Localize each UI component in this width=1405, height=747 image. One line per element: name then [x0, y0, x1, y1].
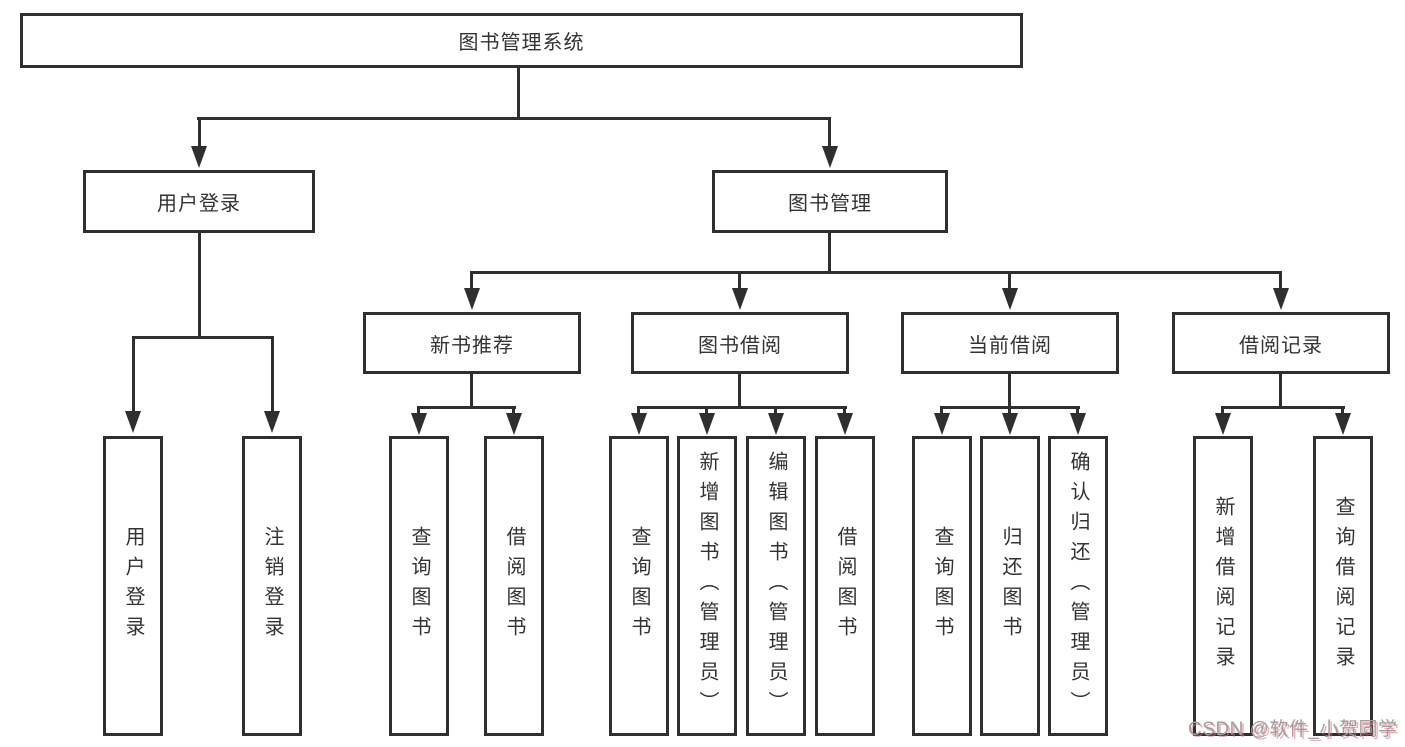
leaf-query-borrow-record: 查询借阅记录 — [1313, 436, 1373, 736]
connector-root-stem — [517, 68, 520, 117]
connector-drop-new-book — [470, 271, 473, 290]
connector-book-mgmt-split — [470, 271, 1282, 274]
leaf-borrow-books-recommend: 借阅图书 — [484, 436, 544, 736]
leaf-borrow-books: 借阅图书 — [815, 436, 875, 736]
connector-borrowing-stem — [738, 373, 741, 406]
arrow-records — [1273, 288, 1289, 310]
arrow-leaf — [631, 413, 647, 435]
arrow-leaf-logout — [264, 411, 280, 433]
connector-current-stem — [1008, 373, 1011, 406]
arrow-leaf — [1002, 413, 1018, 435]
arrow-leaf — [1335, 413, 1351, 435]
arrow-leaf — [768, 413, 784, 435]
leaf-logout: 注销登录 — [242, 436, 302, 736]
connector-drop-current — [1008, 271, 1011, 290]
leaf-edit-book-admin: 编辑图书（管理员） — [746, 436, 806, 736]
connector-newbook-stem — [470, 373, 473, 406]
connector-user-login-stem — [198, 232, 201, 336]
connector-drop — [705, 406, 708, 415]
connector-drop — [417, 406, 420, 415]
connector-user-login-split — [132, 336, 273, 339]
node-current-borrowing: 当前借阅 — [901, 312, 1119, 374]
arrow-leaf-login — [125, 411, 141, 433]
connector-drop — [1341, 406, 1344, 415]
arrow-leaf — [506, 413, 522, 435]
arrow-new-book — [464, 288, 480, 310]
connector-drop-user-login — [198, 117, 201, 148]
arrow-leaf — [837, 413, 853, 435]
connector-drop-leaf-logout — [271, 336, 274, 413]
arrow-user-login — [191, 146, 207, 168]
connector-drop — [637, 406, 640, 415]
connector-root-split — [197, 117, 831, 120]
connector-drop — [1076, 406, 1079, 415]
connector-drop-leaf-login — [132, 336, 135, 413]
leaf-add-borrow-record: 新增借阅记录 — [1193, 436, 1253, 736]
arrow-current — [1002, 288, 1018, 310]
arrow-leaf — [1070, 413, 1086, 435]
connector-drop — [1221, 406, 1224, 415]
node-book-management: 图书管理 — [712, 170, 948, 233]
arrow-leaf — [934, 413, 950, 435]
leaf-query-books-current: 查询图书 — [912, 436, 972, 736]
connector-drop — [1008, 406, 1011, 415]
csdn-watermark: CSDN @软件_小贺同学 — [1188, 719, 1398, 740]
connector-drop-records — [1279, 271, 1282, 290]
arrow-leaf — [1215, 413, 1231, 435]
arrow-borrowing — [732, 288, 748, 310]
connector-drop-borrowing — [738, 271, 741, 290]
leaf-add-book-admin: 新增图书（管理员） — [677, 436, 737, 736]
connector-drop — [774, 406, 777, 415]
leaf-return-books: 归还图书 — [980, 436, 1040, 736]
arrow-leaf — [699, 413, 715, 435]
connector-drop — [843, 406, 846, 415]
connector-borrowing-split — [637, 406, 847, 409]
arrow-book-mgmt — [822, 146, 838, 168]
leaf-confirm-return-admin: 确认归还（管理员） — [1048, 436, 1108, 736]
node-book-borrowing: 图书借阅 — [631, 312, 849, 374]
connector-drop — [512, 406, 515, 415]
connector-records-stem — [1279, 373, 1282, 406]
arrow-leaf — [411, 413, 427, 435]
leaf-query-books-recommend: 查询图书 — [389, 436, 449, 736]
node-library-system: 图书管理系统 — [20, 13, 1023, 68]
node-user-login: 用户登录 — [83, 170, 315, 233]
leaf-user-login: 用户登录 — [103, 436, 163, 736]
connector-records-split — [1221, 406, 1345, 409]
node-new-book-recommend: 新书推荐 — [363, 312, 581, 374]
node-borrowing-records: 借阅记录 — [1172, 312, 1390, 374]
connector-drop — [940, 406, 943, 415]
connector-newbook-split — [417, 406, 516, 409]
leaf-query-books-borrowing: 查询图书 — [609, 436, 669, 736]
connector-book-mgmt-stem — [828, 232, 831, 271]
connector-drop-book-mgmt — [828, 117, 831, 148]
